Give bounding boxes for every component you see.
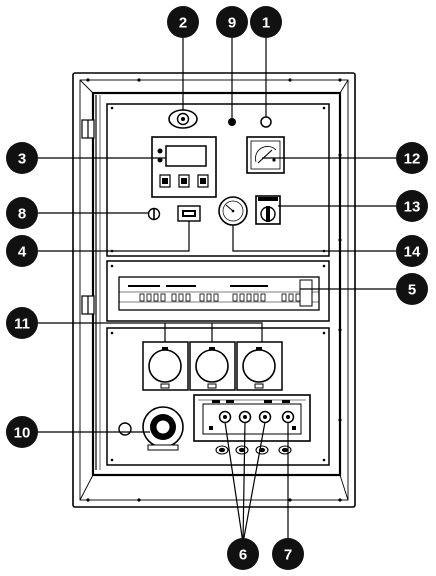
screw-icon bbox=[338, 78, 342, 82]
callout-1: 1 bbox=[250, 6, 282, 38]
svg-text:14: 14 bbox=[404, 244, 421, 261]
svg-text:9: 9 bbox=[228, 15, 236, 32]
upper-panel bbox=[106, 103, 330, 257]
controller-buttons bbox=[159, 174, 209, 188]
inner-flange bbox=[79, 79, 349, 501]
callout-10: 10 bbox=[6, 416, 38, 448]
small-port-icon bbox=[118, 422, 132, 436]
door-hinges bbox=[81, 119, 95, 315]
screw-icon bbox=[288, 498, 292, 502]
callout-8: 8 bbox=[6, 197, 38, 229]
indicator-lamp-9 bbox=[228, 118, 236, 126]
data-connector bbox=[177, 205, 201, 222]
enclosure-frame bbox=[72, 72, 356, 508]
callout-12: 12 bbox=[396, 142, 428, 174]
callout-6: 6 bbox=[227, 538, 259, 570]
screw-icon bbox=[137, 498, 141, 502]
screw-icon bbox=[137, 78, 141, 82]
breaker-toggles bbox=[139, 293, 301, 302]
svg-text:10: 10 bbox=[14, 425, 31, 442]
callout-9: 9 bbox=[216, 6, 248, 38]
svg-text:12: 12 bbox=[404, 151, 421, 168]
callout-5: 5 bbox=[396, 273, 428, 305]
terminal-post-icon bbox=[258, 410, 272, 424]
breaker-section bbox=[106, 260, 330, 322]
svg-text:5: 5 bbox=[408, 282, 416, 299]
leader-line-14 bbox=[232, 225, 396, 252]
callout-14: 14 bbox=[396, 235, 428, 267]
svg-text:7: 7 bbox=[284, 547, 292, 564]
callout-badges: 2 9 1 3 12 8 13 4 bbox=[6, 6, 428, 570]
svg-text:1: 1 bbox=[262, 15, 270, 32]
power-socket-middle bbox=[189, 341, 236, 391]
meter-needle-icon bbox=[257, 149, 273, 164]
cable-gland-top bbox=[168, 109, 198, 129]
analog-meter bbox=[246, 136, 285, 174]
power-socket-left bbox=[142, 341, 189, 391]
svg-text:4: 4 bbox=[18, 244, 27, 261]
screw-icon bbox=[338, 328, 342, 332]
screw-icon bbox=[288, 78, 292, 82]
leader-line-6a bbox=[224, 421, 244, 544]
controller-module bbox=[151, 136, 217, 198]
leader-line-4 bbox=[38, 221, 190, 252]
leader-line-6c bbox=[242, 421, 266, 544]
svg-text:2: 2 bbox=[179, 15, 187, 32]
rotary-selector bbox=[255, 195, 281, 225]
svg-text:3: 3 bbox=[18, 151, 26, 168]
screw-icon bbox=[338, 498, 342, 502]
terminal-post-icon bbox=[281, 410, 295, 424]
outer-flange bbox=[72, 72, 356, 508]
screw-icon bbox=[338, 418, 342, 422]
screw-icon bbox=[338, 238, 342, 242]
cabinet-opening bbox=[91, 91, 342, 477]
svg-text:6: 6 bbox=[239, 547, 247, 564]
terminal-block bbox=[193, 394, 311, 442]
callout-11: 11 bbox=[6, 307, 38, 339]
indicator-lamp-1 bbox=[260, 116, 272, 128]
svg-text:8: 8 bbox=[18, 206, 26, 223]
screw-icon bbox=[338, 153, 342, 157]
callout-13: 13 bbox=[396, 190, 428, 222]
round-gauge bbox=[218, 196, 248, 226]
key-switch bbox=[147, 207, 161, 221]
frame-screws bbox=[86, 78, 342, 502]
svg-text:11: 11 bbox=[14, 316, 30, 333]
callout-4: 4 bbox=[6, 235, 38, 267]
leader-line-6b bbox=[242, 421, 246, 544]
screw-icon bbox=[86, 78, 90, 82]
svg-text:13: 13 bbox=[404, 199, 421, 216]
controller-display bbox=[165, 145, 207, 167]
leader-lines bbox=[38, 38, 396, 544]
leader-line-11 bbox=[38, 322, 263, 342]
breaker-rail bbox=[118, 276, 320, 311]
terminal-post-icon bbox=[218, 410, 232, 424]
callout-7: 7 bbox=[272, 538, 304, 570]
controller-led-icon bbox=[157, 157, 163, 163]
controller-led-icon bbox=[157, 148, 163, 154]
screw-icon bbox=[86, 498, 90, 502]
terminal-post-icon bbox=[238, 410, 252, 424]
callout-3: 3 bbox=[6, 142, 38, 174]
callout-2: 2 bbox=[167, 6, 199, 38]
power-socket-right bbox=[236, 341, 283, 391]
